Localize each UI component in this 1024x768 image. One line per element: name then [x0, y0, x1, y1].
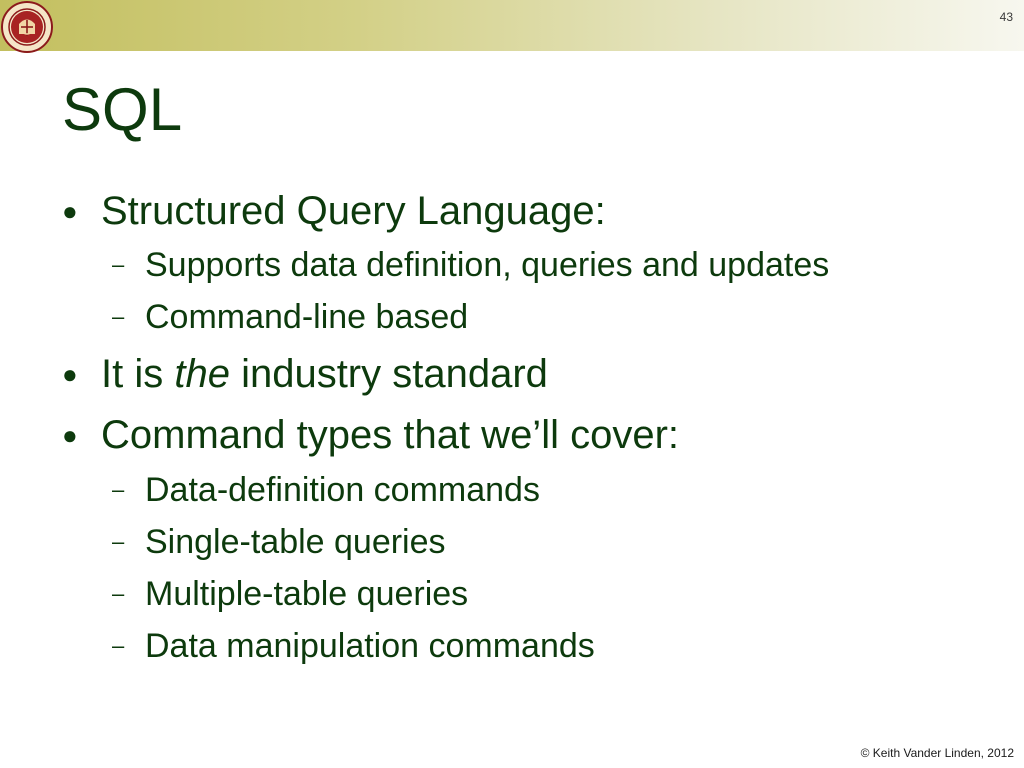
dash-icon: –: [112, 304, 125, 329]
dash-icon: –: [112, 252, 125, 277]
bullet-text-prefix: It is: [101, 352, 175, 396]
slide-number: 43: [999, 10, 1013, 24]
bullet-text: It is the industry standard: [101, 351, 548, 397]
dash-icon: –: [112, 581, 125, 606]
bullet-text: Command types that we’ll cover:: [101, 413, 680, 457]
sub-bullet-text: Data-definition commands: [145, 471, 540, 509]
copyright-footer: © Keith Vander Linden, 2012: [860, 746, 1014, 760]
dash-icon: –: [112, 633, 125, 658]
sub-bullet-text: Single-table queries: [145, 523, 446, 561]
bullet-dot-icon: ●: [62, 359, 78, 389]
bullet-text-suffix: industry standard: [229, 352, 548, 396]
sub-bullet-text: Command-line based: [145, 298, 469, 336]
dash-icon: –: [112, 477, 125, 502]
sub-bullet-text: Multiple-table queries: [145, 575, 469, 613]
bullet-text: Structured Query Language:: [101, 189, 606, 233]
bullet-dot-icon: ●: [62, 196, 78, 226]
sub-bullet-text: Supports data definition, queries and up…: [145, 246, 830, 284]
slide-title: SQL: [62, 76, 183, 143]
header-band: [0, 0, 1024, 51]
bullet-text-emphasis: the: [174, 352, 230, 396]
bullet-dot-icon: ●: [62, 420, 78, 450]
dash-icon: –: [112, 529, 125, 554]
sub-bullet-text: Data manipulation commands: [145, 627, 595, 665]
university-seal-icon: [1, 1, 53, 53]
